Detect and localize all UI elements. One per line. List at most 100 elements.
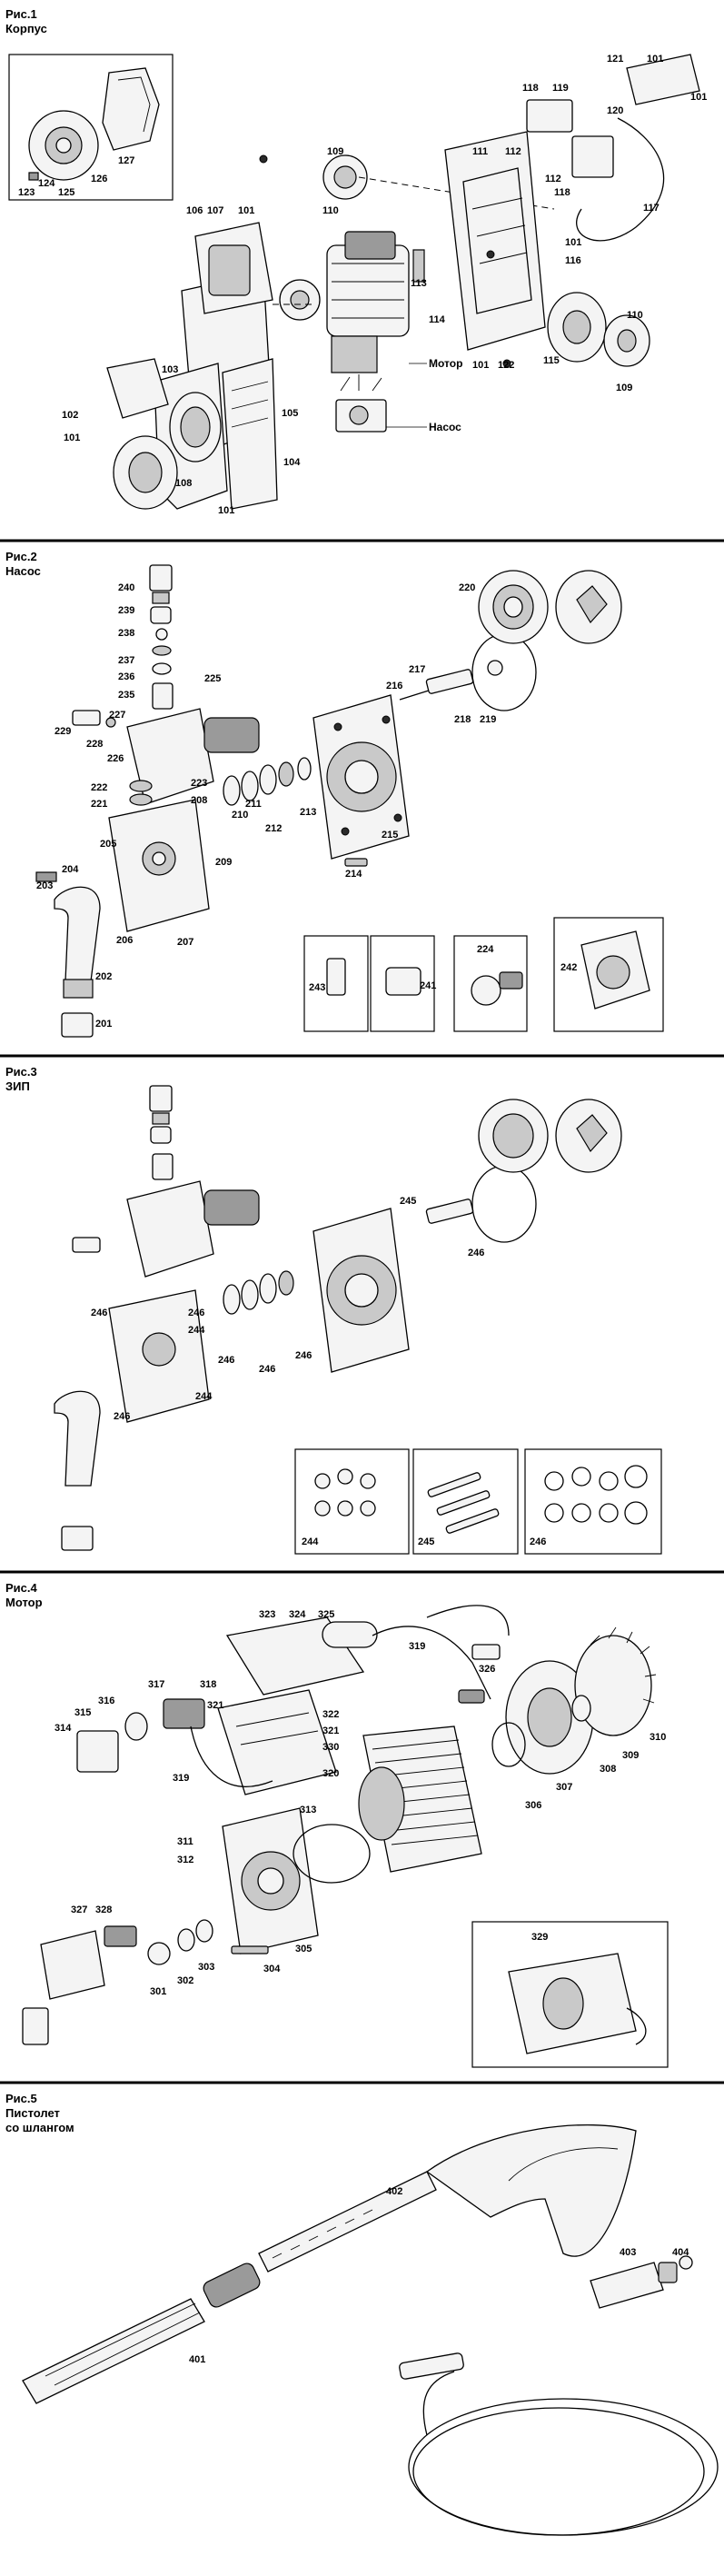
part-number: 329: [531, 1932, 548, 1943]
part-number: 205: [100, 839, 116, 850]
part-number: 321: [322, 1726, 339, 1736]
part-number: 120: [607, 105, 623, 116]
section-number-fig5: Рис.5: [5, 2092, 37, 2105]
part-number: 240: [118, 582, 134, 593]
part-number: 126: [91, 174, 107, 184]
part-number: 213: [300, 807, 316, 818]
part-number: 116: [565, 255, 581, 266]
part-number: 111: [472, 146, 488, 157]
part-number: 102: [62, 410, 78, 421]
part-number: 119: [552, 83, 569, 94]
part-number: 107: [207, 205, 223, 216]
part-number: 225: [204, 673, 221, 684]
part-number: 317: [148, 1679, 164, 1690]
part-number: 101: [647, 54, 663, 65]
part-number: 303: [198, 1962, 214, 1973]
part-number: 217: [409, 664, 425, 675]
part-number: 201: [95, 1019, 112, 1029]
part-number: 104: [283, 457, 301, 468]
part-number: 326: [479, 1664, 495, 1675]
part-number: 101: [472, 360, 489, 371]
part-number: 308: [600, 1764, 616, 1775]
fig5-part-labels: 402 401 403 404: [189, 2186, 689, 2365]
part-number: 246: [530, 1537, 546, 1547]
fig1-part-labels: 123 124 125 126 127 106 107 101 109 110 …: [18, 54, 707, 516]
part-number: 311: [177, 1836, 193, 1847]
part-number: 246: [218, 1355, 234, 1366]
section-title-fig4: Мотор: [5, 1596, 43, 1609]
part-number: 209: [215, 857, 232, 868]
part-number: 219: [480, 714, 496, 725]
fig5-gun-drawing: [22, 2124, 719, 2536]
part-number: 228: [86, 739, 103, 750]
section-subtitle-fig5: со шлангом: [5, 2121, 74, 2134]
part-number: 244: [188, 1325, 205, 1336]
section-title-fig3: ЗИП: [5, 1079, 30, 1093]
part-number: 101: [690, 92, 707, 103]
part-number: 309: [622, 1750, 639, 1761]
part-number: 218: [454, 714, 471, 725]
part-number: 103: [162, 364, 178, 375]
part-number: 245: [418, 1537, 434, 1547]
part-number: 227: [109, 710, 125, 721]
part-number: 241: [420, 980, 436, 991]
fig2-pump-drawing: [35, 564, 622, 1038]
part-number: 403: [620, 2247, 636, 2258]
part-number: 244: [195, 1391, 213, 1402]
part-number: 202: [95, 971, 112, 982]
part-number: 246: [188, 1308, 204, 1318]
part-number: 118: [522, 83, 539, 94]
part-number: 216: [386, 681, 402, 691]
part-number: 310: [650, 1732, 666, 1743]
fig3-kit-drawing: [54, 1085, 662, 1555]
part-number: 327: [71, 1905, 87, 1915]
part-number: 121: [607, 54, 623, 65]
part-number: 211: [245, 799, 262, 810]
part-number: 110: [627, 310, 643, 321]
fig2-part-labels: 240 239 238 237 236 235 225 227 229 228 …: [36, 582, 577, 1029]
part-number: 243: [309, 982, 325, 993]
part-number: 101: [64, 433, 80, 443]
part-number: 319: [409, 1641, 425, 1652]
part-number: 313: [300, 1805, 316, 1815]
part-number: 246: [91, 1308, 107, 1318]
part-number: 323: [259, 1609, 275, 1620]
part-number: 108: [175, 478, 192, 489]
part-number: 301: [150, 1986, 166, 1997]
part-number: 320: [322, 1768, 339, 1779]
part-number: 302: [177, 1975, 193, 1986]
part-number: 229: [55, 726, 71, 737]
part-number: 325: [318, 1609, 334, 1620]
part-number: 318: [200, 1679, 216, 1690]
section-title-fig1: Корпус: [5, 22, 47, 35]
part-number: 322: [322, 1709, 339, 1720]
part-number: 109: [327, 146, 343, 157]
part-number: 306: [525, 1800, 541, 1811]
part-number: 124: [38, 178, 55, 189]
part-number: 235: [118, 690, 134, 701]
part-number: 246: [468, 1248, 484, 1258]
part-number: 239: [118, 605, 134, 616]
part-number: 316: [98, 1696, 114, 1706]
part-number: 215: [382, 830, 398, 840]
part-number: 221: [91, 799, 107, 810]
part-number: 214: [345, 869, 362, 880]
part-number: 208: [191, 795, 207, 806]
fig3-part-labels: 246 246 244 246 246 246 244 246 245 246 …: [91, 1196, 546, 1547]
fig2-kit-boxes: [303, 917, 664, 1032]
section-title-fig5: Пистолет: [5, 2106, 60, 2120]
part-number: 220: [459, 582, 475, 593]
part-number: 401: [189, 2354, 205, 2365]
part-number: 328: [95, 1905, 112, 1915]
section-number-fig3: Рис.3: [5, 1065, 37, 1079]
section-number-fig1: Рис.1: [5, 7, 37, 21]
part-number: 246: [259, 1364, 275, 1375]
callout-motor: Мотор: [429, 357, 462, 370]
part-number: 204: [62, 864, 79, 875]
part-number: 115: [543, 355, 560, 366]
section-number-fig2: Рис.2: [5, 550, 37, 563]
part-number: 118: [554, 187, 570, 198]
part-number: 238: [118, 628, 134, 639]
part-number: 404: [672, 2247, 689, 2258]
